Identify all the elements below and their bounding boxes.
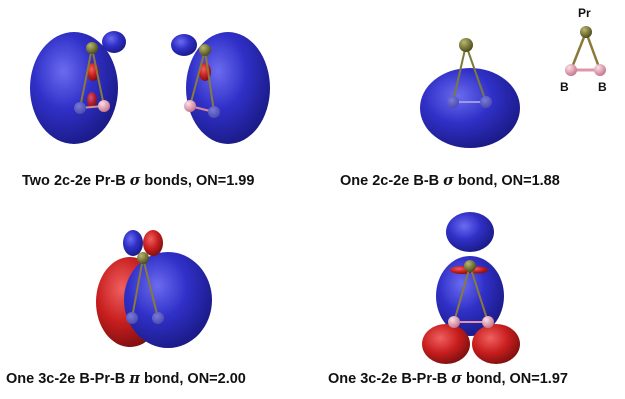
molecule-left xyxy=(74,42,110,114)
bond xyxy=(142,257,159,319)
b-atom xyxy=(448,316,460,328)
blue-lobe-large xyxy=(124,252,212,348)
bond xyxy=(131,257,144,319)
bond xyxy=(204,49,215,113)
b-atom xyxy=(208,106,220,118)
blue-lobe-top xyxy=(446,212,494,252)
orbital-left-lobes xyxy=(30,31,126,144)
pr-atom xyxy=(199,44,211,56)
pr-atom xyxy=(464,260,476,272)
red-lobe-small xyxy=(143,230,163,256)
bond xyxy=(569,31,588,71)
red-lobe-small xyxy=(87,92,97,108)
caption-b-b-sigma: One 2c-2e B-B σ bond, ON=1.88 xyxy=(340,172,560,189)
panel-b-b-sigma xyxy=(420,38,520,148)
blue-lobe-small xyxy=(102,31,126,53)
legend-pr-label: Pr xyxy=(578,6,591,20)
blue-lobe xyxy=(420,68,520,148)
red-lobe-left xyxy=(422,324,470,364)
b-atom xyxy=(152,312,164,324)
sigma-symbol: σ xyxy=(129,172,141,189)
caption-pr-b-sigma: Two 2c-2e Pr-B σ bonds, ON=1.99 xyxy=(22,172,255,189)
bond xyxy=(453,265,471,323)
b-atom xyxy=(184,100,196,112)
bond xyxy=(469,265,489,323)
legend-molecule xyxy=(565,26,606,76)
b-atom xyxy=(480,96,492,108)
bond xyxy=(91,47,105,107)
sigma-symbol: σ xyxy=(443,172,454,189)
molecule-right xyxy=(184,44,220,118)
b-atom xyxy=(565,64,577,76)
blue-lobe-large xyxy=(186,32,270,144)
bond xyxy=(452,44,467,103)
pr-atom xyxy=(86,42,98,54)
bond xyxy=(79,47,93,109)
panel-b-pr-b-sigma xyxy=(422,212,520,364)
pr-atom xyxy=(459,38,473,52)
red-lobe-right xyxy=(472,324,520,364)
b-atom xyxy=(447,96,459,108)
blue-lobe-small xyxy=(123,230,143,256)
blue-lobe-large xyxy=(30,32,118,144)
pr-atom xyxy=(137,252,149,264)
bond xyxy=(189,49,206,107)
panel-b-pr-b-pi xyxy=(96,230,212,348)
b-atom xyxy=(98,100,110,112)
b-atom xyxy=(594,64,606,76)
pi-symbol: π xyxy=(129,370,140,387)
b-atom xyxy=(74,102,86,114)
pr-atom xyxy=(580,26,592,38)
caption-b-pr-b-sigma: One 3c-2e B-Pr-B σ bond, ON=1.97 xyxy=(328,370,568,387)
b-atom xyxy=(482,316,494,328)
bond xyxy=(465,44,487,103)
orbital-right-lobes xyxy=(171,32,270,144)
legend-b-left-label: B xyxy=(560,80,569,94)
caption-b-pr-b-pi: One 3c-2e B-Pr-B π bond, ON=2.00 xyxy=(6,370,246,387)
blue-lobe-small xyxy=(171,34,197,56)
sigma-symbol: σ xyxy=(451,370,462,387)
panel-pr-b-sigma xyxy=(30,31,270,144)
bond xyxy=(584,31,602,71)
legend-b-right-label: B xyxy=(598,80,607,94)
b-atom xyxy=(126,312,138,324)
